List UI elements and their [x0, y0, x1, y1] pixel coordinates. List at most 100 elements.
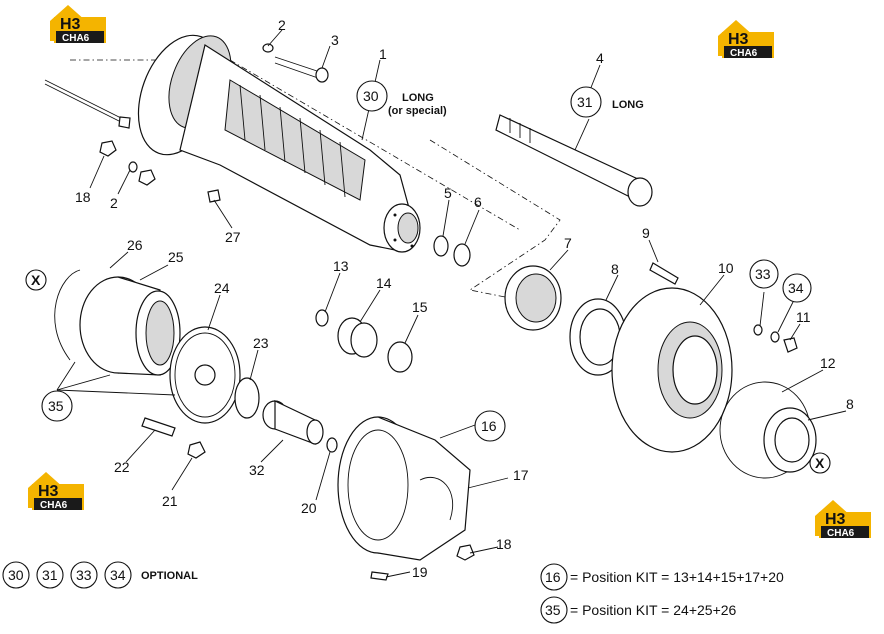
screw-19: [370, 571, 389, 581]
callout-x-right: X: [815, 455, 825, 471]
ring-gear-25: [54, 269, 181, 376]
thrust-plate-23: [234, 377, 260, 419]
ring-13: [315, 309, 329, 327]
callout-32: 32: [249, 462, 265, 478]
pin-22: [141, 417, 176, 437]
callout-18-lower: 18: [496, 536, 512, 552]
note-long-2: LONG: [612, 99, 644, 111]
logo-bottom-left: H3 CHA6: [28, 472, 84, 511]
callout-20: 20: [301, 500, 317, 516]
plug-27: [207, 189, 221, 203]
callout-18-top: 18: [75, 189, 91, 205]
seal-7: [504, 265, 562, 331]
logo-top-left: H3 CHA6: [50, 5, 106, 44]
seal-5: [433, 235, 449, 257]
callout-16: 16: [481, 418, 497, 434]
callout-19: 19: [412, 564, 428, 580]
kit-35-text: = Position KIT = 24+25+26: [570, 602, 737, 618]
leader-lines: [56, 29, 847, 578]
callout-33: 33: [755, 266, 771, 282]
callout-numbers: 2 3 1 4 5 6 7 8 9 10 11 12 8 13 14 15 17…: [75, 17, 854, 580]
logo-text-top: H3: [825, 511, 846, 528]
logo-text-bottom: CHA6: [827, 528, 855, 539]
callout-26: 26: [127, 237, 143, 253]
needle-bearing-15: [387, 341, 413, 373]
callout-11: 11: [796, 309, 811, 325]
axle-housing: [70, 34, 561, 301]
optional-item-30: 30: [8, 567, 24, 583]
callout-25: 25: [168, 249, 184, 265]
callout-3: 3: [331, 32, 339, 48]
nut-18-lower: [456, 544, 475, 561]
callout-2-top: 2: [278, 17, 286, 33]
note-long-1: LONG: [402, 92, 434, 104]
callout-7: 7: [564, 235, 572, 251]
callout-31: 31: [577, 94, 593, 110]
callout-2-lower: 2: [110, 195, 118, 211]
wheel-hub-10: [611, 287, 733, 453]
logo-text-bottom: CHA6: [62, 33, 90, 44]
optional-item-31: 31: [42, 567, 58, 583]
callout-24: 24: [214, 280, 230, 296]
nut-11: [783, 337, 798, 353]
callout-14: 14: [376, 275, 392, 291]
nut-18-top: [99, 140, 117, 157]
washer-34: [770, 331, 780, 343]
callout-1: 1: [379, 46, 387, 62]
optional-item-33: 33: [76, 567, 92, 583]
callout-9: 9: [642, 225, 650, 241]
sun-gear-32: [262, 400, 324, 445]
logo-text-bottom: CHA6: [40, 500, 68, 511]
nut-21: [187, 441, 206, 459]
bearing-8-outer: [763, 407, 817, 473]
optional-label: OPTIONAL: [141, 570, 198, 582]
callout-17: 17: [513, 467, 529, 483]
callout-x-left: X: [31, 272, 41, 288]
callout-8-top: 8: [611, 261, 619, 277]
note-or-special: (or special): [388, 105, 447, 117]
planet-housing-17: [337, 416, 471, 561]
callout-6: 6: [474, 194, 482, 210]
logo-text-top: H3: [60, 16, 81, 33]
optional-item-34: 34: [110, 567, 126, 583]
callout-12: 12: [820, 355, 836, 371]
kit-16-text: = Position KIT = 13+14+15+17+20: [570, 569, 784, 585]
kit-legend: 16 = Position KIT = 13+14+15+17+20 35 = …: [540, 563, 784, 624]
nut-18-b: [138, 169, 156, 186]
callout-34: 34: [788, 280, 804, 296]
callout-13: 13: [333, 258, 349, 274]
kit-35-number: 35: [545, 602, 561, 618]
washer-20: [326, 437, 338, 453]
circled-callouts: 30 31 33 34 16 35 X X: [25, 80, 831, 474]
callout-23: 23: [253, 335, 269, 351]
carrier-gear-24: [169, 326, 241, 424]
callout-4: 4: [596, 50, 604, 66]
axle-shaft-4: [495, 114, 653, 207]
logo-text-top: H3: [38, 483, 59, 500]
logo-top-right: H3 CHA6: [718, 20, 774, 59]
logo-text-top: H3: [728, 31, 749, 48]
callout-15: 15: [412, 299, 428, 315]
callout-21: 21: [162, 493, 178, 509]
optional-legend: 30 31 33 34 OPTIONAL: [2, 561, 198, 589]
wheel-bolt-9: [649, 262, 679, 285]
callout-30: 30: [363, 88, 379, 104]
callout-5: 5: [444, 185, 452, 201]
callout-27: 27: [225, 229, 241, 245]
bolt-3: [274, 56, 329, 83]
callout-8-lower: 8: [846, 396, 854, 412]
kit-16-number: 16: [545, 569, 561, 585]
logo-bottom-right: H3 CHA6: [815, 500, 871, 539]
planet-gear-14: [337, 317, 378, 358]
washer-2-top: [262, 43, 274, 53]
washer-2-lower: [128, 161, 138, 173]
washer-33: [753, 324, 763, 336]
callout-10: 10: [718, 260, 734, 276]
stud-bolt: [44, 79, 131, 129]
callout-35: 35: [48, 398, 64, 414]
ring-6: [453, 243, 471, 267]
callout-22: 22: [114, 459, 130, 475]
logo-text-bottom: CHA6: [730, 48, 758, 59]
